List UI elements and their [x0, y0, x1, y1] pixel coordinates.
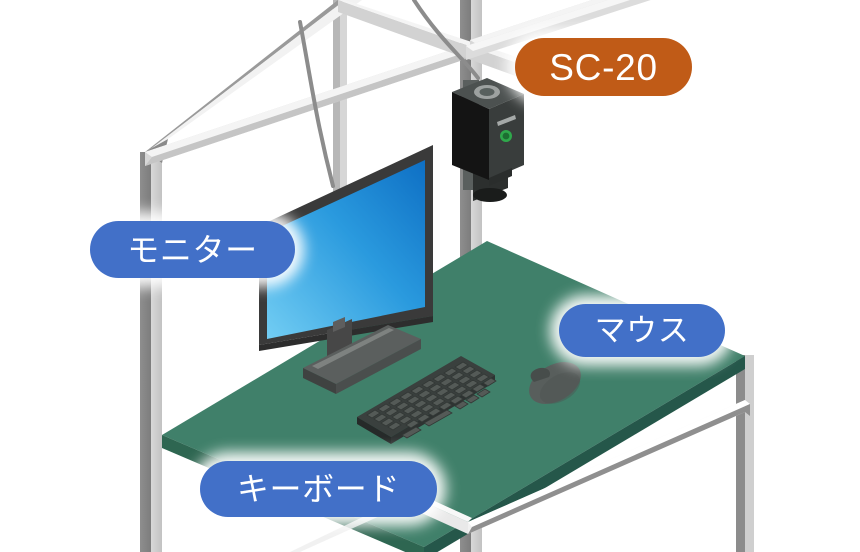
callout-label-keyboard-text: キーボード [236, 471, 401, 507]
cables [298, 0, 480, 188]
frame-lower-right-rail [468, 400, 750, 534]
desk-edge-right [424, 356, 745, 552]
callout-label-mouse[interactable]: マウス [559, 304, 725, 357]
cable-to-camera [412, 0, 480, 80]
monitor-screen [267, 160, 425, 339]
computer-keyboard [357, 356, 497, 444]
cable-left [298, 20, 335, 188]
keyboard-edge-front [357, 417, 391, 444]
frame-rear-left-post [333, 0, 347, 250]
monitor-stand-base [303, 325, 421, 384]
callout-label-mouse-text: マウス [594, 313, 690, 348]
callout-label-keyboard[interactable]: キーボード [200, 461, 437, 517]
callout-label-monitor-text: モニター [127, 231, 258, 268]
callout-label-monitor[interactable]: モニター [90, 221, 295, 278]
computer-mouse [529, 362, 581, 404]
camera-device [452, 78, 524, 202]
frame-lower-rail-assembly [290, 400, 750, 552]
callout-label-sc20-text: SC-20 [549, 46, 658, 88]
camera-label-mark [497, 115, 516, 126]
keyboard-keys [366, 361, 497, 439]
mouse-button-shade [530, 367, 550, 382]
monitor-display [259, 145, 433, 394]
frame-far-right-post [736, 355, 754, 552]
frame-top-rail-assembly [145, 0, 651, 166]
frame-top-rear-rail [145, 0, 362, 163]
frame-front-left-post [140, 152, 162, 552]
frame-top-right-extension [466, 0, 651, 60]
callout-label-sc20[interactable]: SC-20 [515, 38, 692, 96]
